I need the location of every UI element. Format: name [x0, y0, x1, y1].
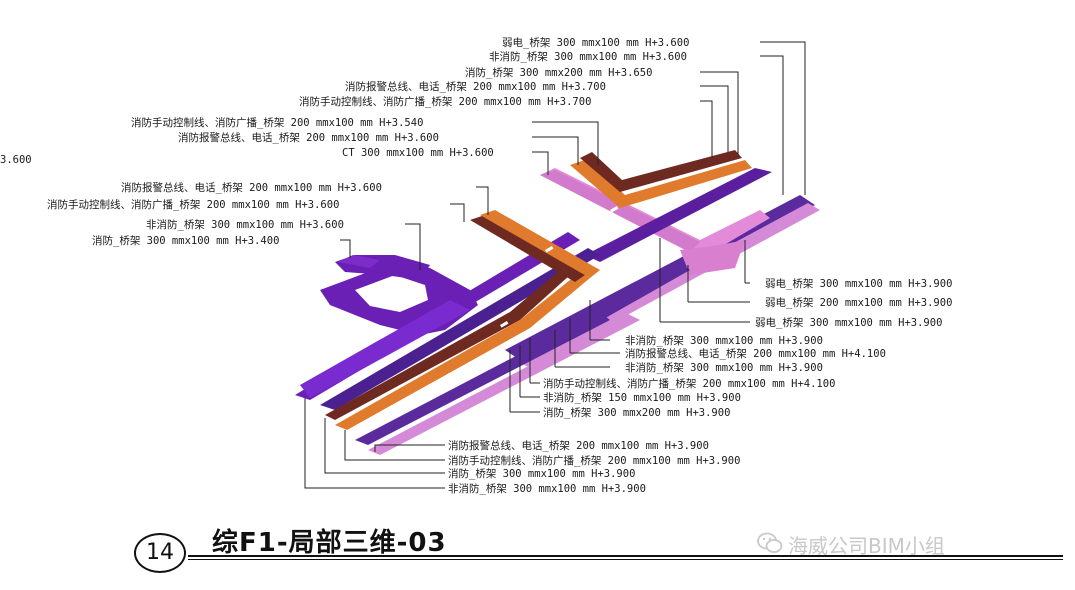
label-right-5: 消防报警总线、电话_桥架 200 mmx100 mm H+4.100 — [625, 347, 886, 360]
title-underline-thin — [188, 559, 1063, 560]
label-bottom-1: 消防报警总线、电话_桥架 200 mmx100 mm H+3.900 — [448, 439, 709, 452]
leader-lines — [304, 41, 806, 489]
label-right-8: 非消防_桥架 150 mmx100 mm H+3.900 — [543, 391, 741, 404]
tray-model — [295, 150, 820, 455]
title-underline-thick — [188, 555, 1063, 557]
tray-purple-upper-right — [585, 168, 772, 262]
label-right-4: 非消防_桥架 300 mmx100 mm H+3.900 — [625, 334, 823, 347]
tray-pink-lower — [368, 314, 640, 455]
annotation-labels: 弱电_桥架 300 mmx100 mm H+3.600 非消防_桥架 300 m… — [0, 36, 952, 495]
drawing-title: 综F1-局部三维-03 — [212, 528, 447, 558]
tray-orange-top — [570, 160, 752, 208]
tray-non-fire-main — [320, 248, 600, 410]
wechat-icon — [757, 532, 783, 553]
tray-orange-diagonal — [480, 210, 600, 278]
drawing-number: 14 — [146, 540, 174, 565]
label-right-6: 非消防_桥架 300 mmx100 mm H+3.900 — [625, 361, 823, 374]
watermark-text: 海威公司BIM小组 — [788, 534, 945, 558]
tray-ct-pink-lower — [540, 170, 700, 252]
label-bottom-4: 非消防_桥架 300 mmx100 mm H+3.900 — [448, 482, 646, 495]
label-upper-left-2: 消防报警总线、电话_桥架 200 mmx100 mm H+3.600 — [178, 131, 439, 144]
label-right-9: 消防_桥架 300 mmx200 mm H+3.900 — [543, 406, 730, 419]
tray-fire-left-branch2 — [338, 255, 380, 268]
tray-brown-diagonal — [470, 215, 585, 282]
tray-junction-pink — [680, 240, 745, 275]
label-upper-left-1: 消防手动控制线、消防广播_桥架 200 mmx100 mm H+3.540 — [131, 116, 423, 129]
label-upper-left-3: CT 300 mmx100 mm H+3.600 — [342, 147, 494, 159]
label-right-3: 弱电_桥架 300 mmx100 mm H+3.900 — [755, 316, 942, 329]
label-top-2: 非消防_桥架 300 mmx100 mm H+3.600 — [489, 50, 687, 63]
label-left-2: 消防手动控制线、消防广播_桥架 200 mmx100 mm H+3.600 — [47, 198, 339, 211]
label-top-5: 消防手动控制线、消防广播_桥架 200 mmx100 mm H+3.700 — [299, 95, 591, 108]
tray-fire-left-inner — [355, 275, 428, 312]
label-cut-left: 3.600 — [0, 154, 32, 166]
label-left-1: 消防报警总线、电话_桥架 200 mmx100 mm H+3.600 — [121, 181, 382, 194]
label-top-3: 消防_桥架 300 mmx200 mm H+3.650 — [465, 66, 652, 79]
label-top-1: 弱电_桥架 300 mmx100 mm H+3.600 — [502, 36, 689, 49]
label-top-4: 消防报警总线、电话_桥架 200 mmx100 mm H+3.700 — [345, 80, 606, 93]
tray-brown-top — [580, 150, 742, 192]
label-bottom-2: 消防手动控制线、消防广播_桥架 200 mmx100 mm H+3.900 — [448, 454, 740, 467]
label-left-3: 非消防_桥架 300 mmx100 mm H+3.600 — [146, 218, 344, 231]
tray-fire-main-side — [300, 300, 470, 398]
label-right-1: 弱电_桥架 300 mmx100 mm H+3.900 — [765, 277, 952, 290]
label-bottom-3: 消防_桥架 300 mmx100 mm H+3.900 — [448, 467, 635, 480]
label-left-4: 消防_桥架 300 mmx100 mm H+3.400 — [92, 234, 279, 247]
tray-purple-right-lower — [520, 262, 690, 358]
label-right-7: 消防手动控制线、消防广播_桥架 200 mmx100 mm H+4.100 — [543, 377, 835, 390]
tray-break-marks — [419, 206, 619, 328]
tray-orange-lower — [335, 272, 590, 430]
tray-ct-pink — [540, 168, 770, 258]
drawing-number-circle: 14 — [134, 533, 186, 573]
tray-brown-lower — [325, 270, 570, 420]
label-right-2: 弱电_桥架 200 mmx100 mm H+3.900 — [765, 296, 952, 309]
